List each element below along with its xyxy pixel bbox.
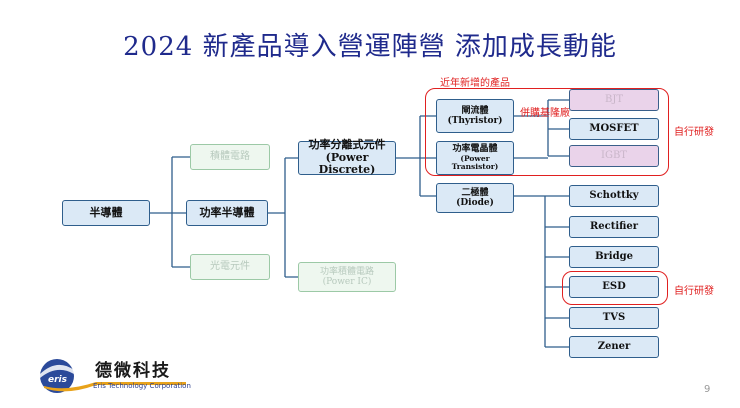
node-label: 功率積體電路 (319, 266, 374, 277)
node-sublabel: (Power IC) (322, 277, 372, 287)
new-products-highlight (425, 88, 669, 176)
node-optoelectronics: 光電元件 (190, 254, 270, 280)
node-power-transistor: 功率電晶體 (Power Transistor) (436, 141, 514, 175)
node-label: ESD (602, 281, 626, 293)
node-mosfet: MOSFET (569, 118, 659, 140)
company-name: 德微科技 (95, 361, 171, 381)
node-semiconductor: 半導體 (62, 200, 150, 226)
node-label: 光電元件 (210, 261, 250, 273)
node-label: Rectifier (589, 221, 639, 233)
node-thyristor: 閘流體 (Thyristor) (436, 99, 514, 133)
page-title: 2024 新產品導入營運陣營 添加成長動能 (123, 32, 617, 62)
node-label: 二極體 (461, 187, 489, 198)
node-label: 功率分離式元件 (308, 138, 386, 152)
node-label: IGBT (601, 150, 627, 162)
logo-mark-text: eris (48, 375, 68, 385)
node-zener: Zener (569, 336, 659, 358)
node-power-ic: 功率積體電路 (Power IC) (298, 262, 396, 292)
self-developed-label: 自行研發 (674, 127, 714, 138)
node-label: 半導體 (89, 205, 123, 219)
node-bridge: Bridge (569, 246, 659, 268)
node-label: Zener (597, 341, 631, 353)
node-label: 積體電路 (210, 151, 250, 163)
esd-highlight (562, 271, 668, 305)
node-rectifier: Rectifier (569, 216, 659, 238)
node-label: MOSFET (589, 123, 639, 135)
company-logo: eris (40, 359, 186, 393)
node-integrated-circuit: 積體電路 (190, 144, 270, 170)
node-power-semiconductor: 功率半導體 (186, 200, 268, 226)
acquired-label: 併購基隆廠 (520, 108, 570, 119)
new-products-label: 近年新增的產品 (440, 78, 510, 89)
node-label: Schottky (589, 190, 639, 202)
node-schottky: Schottky (569, 185, 659, 207)
node-sublabel: (Power Transistor) (451, 153, 499, 172)
node-label: 功率電晶體 (452, 144, 498, 155)
node-igbt: IGBT (569, 145, 659, 167)
page-number: 9 (704, 384, 711, 395)
node-sublabel: (Thyristor) (447, 116, 503, 126)
node-sublabel: (Diode) (456, 198, 494, 208)
node-label: 功率半導體 (199, 205, 255, 219)
node-power-discrete: 功率分離式元件 (Power Discrete) (298, 138, 396, 177)
node-diode: 二極體 (Diode) (436, 183, 514, 213)
company-english-name: Eris Technology Corporation (93, 382, 191, 390)
node-esd: ESD (569, 276, 659, 298)
node-label: 閘流體 (461, 105, 489, 116)
node-label: Bridge (595, 251, 633, 263)
node-bjt: BJT (569, 89, 659, 111)
node-tvs: TVS (569, 307, 659, 329)
self-developed-label: 自行研發 (674, 286, 714, 297)
node-label: TVS (602, 312, 626, 324)
node-sublabel: (Power Discrete) (318, 150, 376, 177)
node-label: BJT (604, 94, 624, 106)
